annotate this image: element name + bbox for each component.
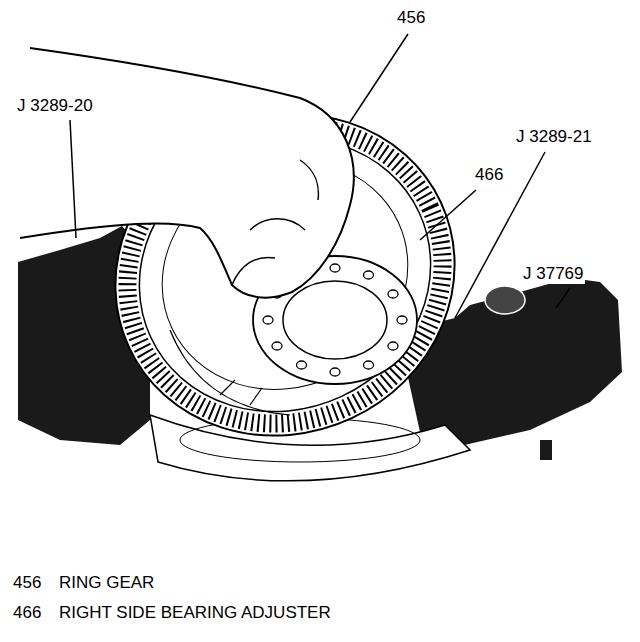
stud — [540, 440, 552, 460]
legend-text: RING GEAR — [58, 573, 155, 593]
legend-text: RIGHT SIDE BEARING ADJUSTER — [58, 603, 332, 623]
legend-number: 456 — [12, 573, 42, 593]
tool-number: J 37769 — [522, 264, 585, 284]
tool-number: J 3289-21 — [515, 127, 593, 147]
hand-outline — [20, 48, 354, 298]
callout-number: 456 — [396, 8, 426, 28]
knuckle-lines — [232, 160, 318, 285]
hand — [20, 48, 354, 298]
leader-lines — [70, 34, 570, 318]
callout-number: 466 — [474, 165, 504, 185]
bolt-head — [485, 286, 525, 314]
tool-number: J 3289-20 — [16, 96, 94, 116]
legend-number: 466 — [12, 603, 42, 623]
